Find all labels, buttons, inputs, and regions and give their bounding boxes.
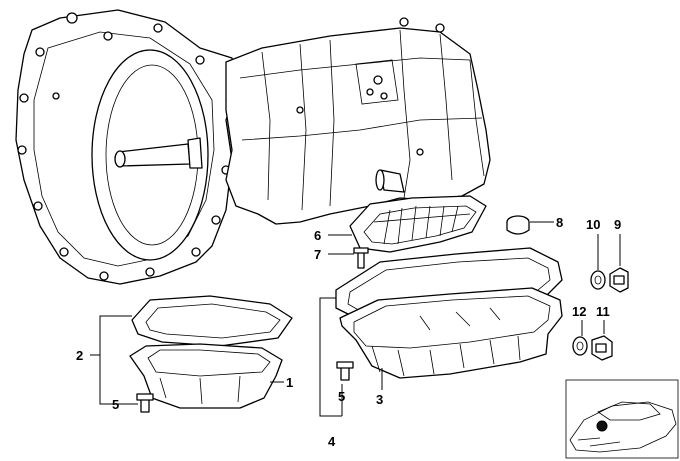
callout-5-right: 5 [338, 389, 345, 404]
callout-12: 12 [572, 304, 586, 319]
seal-ring-10 [590, 270, 606, 290]
callout-7: 7 [314, 247, 321, 262]
callout-1: 1 [286, 375, 293, 390]
pan-bolt-left [136, 393, 154, 413]
callout-9: 9 [614, 217, 621, 232]
pan-bolt-right [336, 361, 354, 381]
callout-5-left: 5 [112, 397, 119, 412]
callout-8: 8 [556, 215, 563, 230]
car-thumbnail-icon [565, 379, 679, 459]
callout-4: 4 [328, 434, 336, 449]
small-pan-gasket [131, 295, 293, 347]
callout-3: 3 [376, 392, 383, 407]
callout-10: 10 [586, 217, 600, 232]
oil-filter [349, 195, 487, 253]
screw-plug-9 [609, 267, 629, 293]
callout-6: 6 [314, 228, 321, 243]
plug-8 [506, 215, 530, 235]
leader-lines [90, 221, 621, 417]
screw-plug-11 [591, 335, 613, 361]
callout-2: 2 [76, 348, 83, 363]
filter-bolt [353, 247, 369, 269]
transmission-housing [15, 9, 491, 285]
callout-labels: 1 2 3 4 5 5 6 7 8 9 10 11 12 [76, 215, 621, 449]
main-oil-pan [339, 287, 563, 379]
callout-11: 11 [596, 304, 610, 319]
seal-ring-12 [572, 336, 588, 356]
